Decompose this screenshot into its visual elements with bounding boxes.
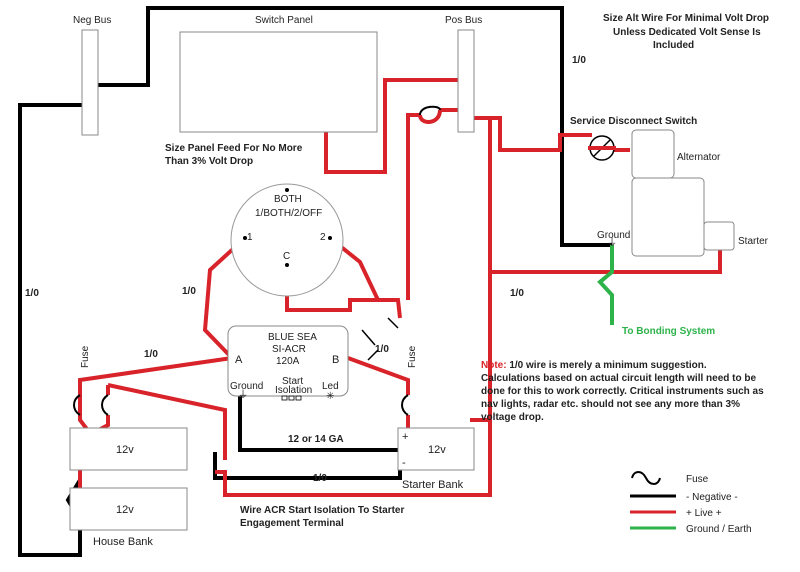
fuse-icon-house-2 [101, 394, 109, 416]
starter-battery-minus: - [402, 457, 406, 469]
selector-2-label: 2 [320, 232, 326, 243]
house-bank-label: House Bank [93, 536, 153, 548]
fuse-icon-house-1 [73, 394, 81, 416]
wire-size-label-acr: 1/0 [375, 344, 389, 355]
legend: Fuse - Negative - + Live + Ground / Eart… [630, 471, 752, 535]
switch-panel-label: Switch Panel [255, 15, 313, 26]
acr-led-label: Led [322, 381, 339, 392]
starter-label: Starter [738, 236, 769, 247]
main-note-line-2: Calculations based on actual circuit len… [481, 373, 756, 384]
panel-feed-note-line-1: Size Panel Feed For No More [165, 143, 303, 154]
main-note-line-5: voltage drop. [481, 412, 544, 423]
acr-ground-label: Ground [230, 381, 263, 392]
acr-line-2: SI-ACR [272, 344, 306, 355]
legend-ground-label: Ground / Earth [686, 524, 752, 535]
legend-fuse-icon [631, 471, 661, 485]
selector-1-label: 1 [247, 232, 253, 243]
size-alt-note-line-2: Unless Dedicated Volt Sense Is [613, 27, 761, 38]
engine-ground-label: Ground [597, 230, 630, 241]
selector-both-label: BOTH [274, 194, 302, 205]
pos-bus-label: Pos Bus [445, 15, 482, 26]
acr-terminal-a: A [235, 354, 243, 366]
panel-feed-note-line-2: Than 3% Volt Drop [165, 156, 253, 167]
switch-panel [179, 31, 378, 133]
acr-led-icon: ✳ [326, 391, 334, 402]
wire-size-label-negative: 1/0 [25, 288, 39, 299]
wire-size-label-top: 1/0 [572, 55, 586, 66]
house-battery-1 [69, 427, 188, 471]
size-alt-note-line-1: Size Alt Wire For Minimal Volt Drop [603, 13, 769, 24]
wire-size-label-house: 1/0 [144, 349, 158, 360]
service-disconnect-label: Service Disconnect Switch [570, 116, 697, 127]
gauge-label: 12 or 14 GA [288, 434, 344, 445]
starter-battery [397, 427, 475, 471]
acr-start-note-line-2: Engagement Terminal [240, 518, 344, 529]
starter [703, 221, 735, 251]
house-battery-1-voltage: 12v [116, 444, 134, 456]
battery-selector-switch [230, 183, 344, 297]
wire-size-label-bottom: 1/0 [313, 473, 327, 484]
fuse-label-starter: Fuse [407, 345, 418, 368]
note-prefix: Note: [481, 360, 507, 371]
house-battery-2-voltage: 12v [116, 504, 134, 516]
acr-start-note-line-1: Wire ACR Start Isolation To Starter [240, 505, 404, 516]
acr-ground-icon: ⏚ [238, 389, 248, 401]
house-battery-2 [69, 487, 188, 531]
alternator-label: Alternator [677, 152, 721, 163]
selector-c-label: C [283, 251, 290, 262]
acr-isolation-label: Isolation [275, 385, 312, 396]
fuse-label-house: Fuse [80, 345, 91, 368]
neg-bus-label: Neg Bus [73, 15, 111, 26]
acr-terminal-b: B [332, 354, 339, 366]
ground-wires [597, 245, 614, 325]
alternator [631, 129, 675, 179]
starter-bank-label: Starter Bank [402, 479, 464, 491]
pos-bus [457, 29, 475, 133]
main-note-line-1: Note: 1/0 wire is merely a minimum sugge… [481, 360, 707, 371]
legend-live-label: + Live + [686, 508, 722, 519]
fuse-icon-starter [401, 394, 409, 416]
starter-battery-voltage: 12v [428, 444, 446, 456]
acr-line-1: BLUE SEA [268, 332, 317, 343]
wire-size-label-starter: 1/0 [510, 288, 524, 299]
selector-title: 1/BOTH/2/OFF [255, 208, 322, 219]
starter-battery-plus: + [402, 431, 408, 443]
engine-block [631, 177, 705, 257]
size-alt-note-line-3: Included [653, 40, 694, 51]
acr-relay [227, 325, 349, 397]
live-wires [78, 78, 722, 497]
to-bonding-label: To Bonding System [622, 326, 715, 337]
fuse-icon-panel [419, 105, 441, 116]
neg-bus [81, 29, 99, 136]
legend-fuse-label: Fuse [686, 474, 709, 485]
note-line-1-text: 1/0 wire is merely a minimum suggestion. [507, 360, 707, 371]
main-note-line-3: done for this to work correctly. Critica… [481, 386, 764, 397]
main-note-line-4: nav lights, radar etc. should not see an… [481, 399, 740, 410]
acr-start-label: Start [282, 376, 303, 387]
acr-line-3: 120A [276, 356, 300, 367]
wire-size-label-selector: 1/0 [182, 286, 196, 297]
engine-ground-icon: ⏚ [607, 237, 617, 249]
legend-negative-label: - Negative - [686, 492, 738, 503]
